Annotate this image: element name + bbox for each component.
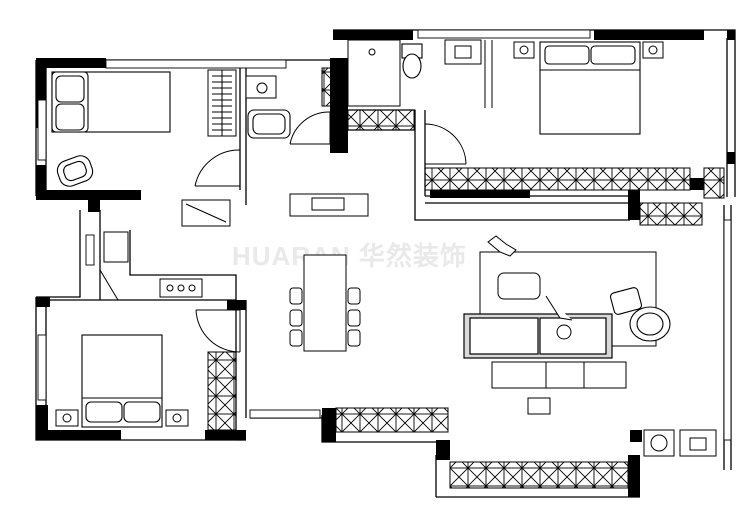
toilet xyxy=(401,43,423,79)
watermark-text: HUARAN 华然装饰 xyxy=(232,241,467,271)
door-swing-bedroom xyxy=(195,309,241,353)
tv-cabinet xyxy=(289,193,369,217)
coffee-table xyxy=(497,272,541,300)
double-bed xyxy=(81,334,163,428)
dog-figure xyxy=(487,235,517,257)
fridge xyxy=(181,199,231,227)
sink xyxy=(444,39,482,65)
sink xyxy=(245,75,277,99)
double-bed xyxy=(539,41,641,135)
armchair xyxy=(56,155,94,187)
coffee-cabinet xyxy=(491,361,627,389)
nightstand xyxy=(513,41,664,59)
tall-cabinet xyxy=(103,231,129,263)
double-bed xyxy=(51,71,171,133)
armchair xyxy=(609,287,671,342)
ottoman xyxy=(527,397,551,415)
storage-cabinets xyxy=(207,67,725,489)
door-swing xyxy=(194,149,241,187)
bathtub xyxy=(247,109,291,139)
sofa xyxy=(463,313,613,359)
sofa-figure xyxy=(545,295,573,340)
shower xyxy=(347,39,493,108)
stove xyxy=(159,278,203,298)
door-swing-bath xyxy=(289,111,331,145)
door-swing-master xyxy=(424,123,467,165)
nightstand xyxy=(55,409,189,427)
door-swing-kitchen xyxy=(99,269,119,301)
solid-walls xyxy=(36,30,735,497)
dining-table xyxy=(289,254,361,352)
washing-machine xyxy=(643,429,717,457)
windows xyxy=(37,29,732,441)
wardrobe xyxy=(207,69,237,137)
